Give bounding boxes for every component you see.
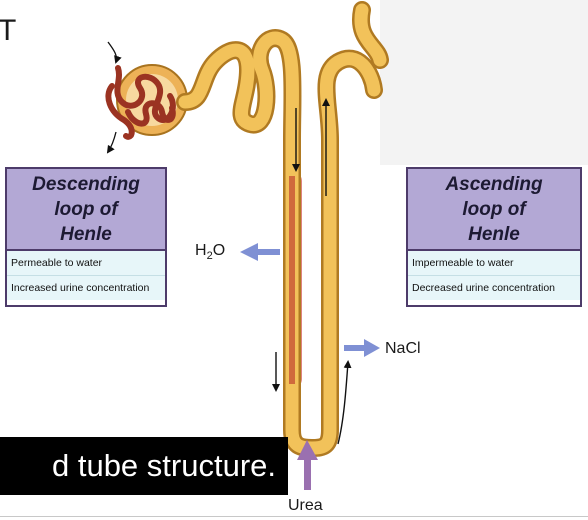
descending-title-line-1: Descending	[32, 173, 140, 195]
descending-property-permeability: Permeable to water	[11, 257, 103, 269]
ascending-title-line-1: Ascending	[445, 173, 543, 195]
descending-loop-box: Descending loop of Henle Permeable to wa…	[5, 167, 167, 307]
urea-in-arrow	[297, 440, 318, 490]
vasa-recta-core	[289, 176, 295, 384]
water-label: H2O	[195, 242, 225, 262]
nacl-label: NaCl	[385, 340, 421, 357]
bottom-divider	[0, 516, 588, 517]
afferent-arrow	[107, 41, 122, 64]
ascending-properties: Impermeable to water Decreased urine con…	[408, 251, 580, 300]
nacl-out-arrow	[344, 339, 380, 357]
descending-title-line-2: loop of	[54, 198, 118, 220]
efferent-arrow	[106, 131, 117, 154]
ascending-title-line-2: loop of	[462, 198, 526, 220]
ascending-property-concentration: Decreased urine concentration	[408, 275, 580, 300]
ascending-loop-box: Ascending loop of Henle Impermeable to w…	[406, 167, 582, 307]
tubule	[176, 1, 389, 457]
ascending-property-permeability: Impermeable to water	[412, 257, 514, 269]
subtitle-caption: d tube structure.	[0, 437, 288, 495]
water-label-o: O	[212, 242, 226, 259]
water-label-h: H	[195, 242, 207, 259]
water-out-arrow	[240, 243, 280, 261]
descending-loop-title: Descending loop of Henle	[7, 169, 165, 251]
water-label-subscript: 2	[206, 250, 213, 263]
ascending-title-line-3: Henle	[468, 223, 520, 245]
flow-arrow-ascending-lower	[337, 360, 352, 445]
descending-property-concentration: Increased urine concentration	[7, 275, 165, 300]
descending-properties: Permeable to water Increased urine conce…	[7, 251, 165, 300]
background-strip	[380, 0, 588, 165]
glomerulus	[105, 65, 176, 140]
descending-title-line-3: Henle	[60, 223, 112, 245]
partial-heading-text: T	[0, 14, 17, 47]
urea-label: Urea	[288, 497, 323, 514]
ascending-loop-title: Ascending loop of Henle	[408, 169, 580, 251]
